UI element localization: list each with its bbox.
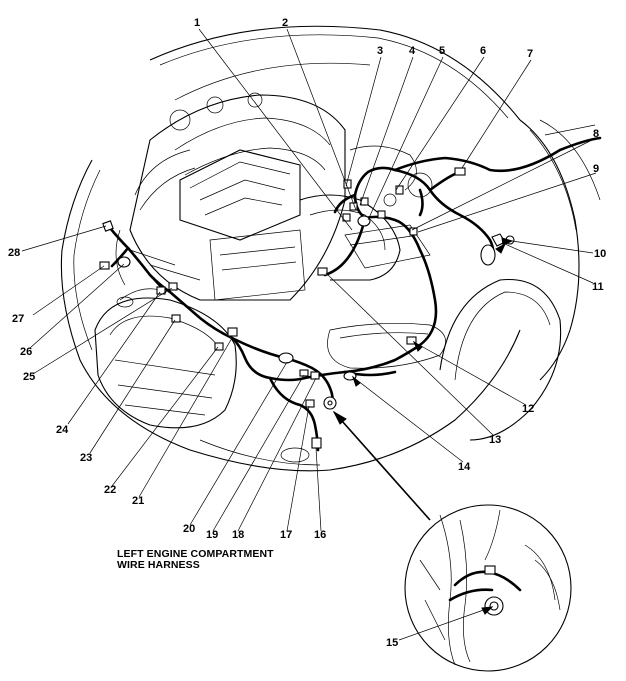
callout-5: 5 (439, 45, 445, 57)
callout-10: 10 (594, 248, 606, 260)
callout-6: 6 (480, 45, 486, 57)
callout-25: 25 (23, 371, 35, 383)
callout-11: 11 (592, 281, 604, 293)
callout-14: 14 (458, 461, 471, 473)
harness-label-line1: LEFT ENGINE COMPARTMENT (117, 548, 274, 560)
callout-22: 22 (104, 484, 116, 496)
callout-12: 12 (522, 403, 534, 415)
detail-inset (404, 504, 572, 672)
callout-24: 24 (56, 424, 69, 436)
callout-21: 21 (132, 495, 144, 507)
callout-19: 19 (206, 529, 218, 541)
callout-26: 26 (20, 346, 32, 358)
callout-16: 16 (314, 529, 326, 541)
callout-2: 2 (282, 17, 288, 29)
callout-20: 20 (183, 523, 195, 535)
engine-block (115, 92, 433, 301)
callout-8: 8 (593, 128, 599, 140)
callout-23: 23 (80, 452, 92, 464)
callout-28: 28 (8, 247, 20, 259)
inset-pointer-line (333, 411, 431, 521)
callout-27: 27 (12, 313, 24, 325)
leader-lines (21, 28, 597, 641)
callout-17: 17 (280, 529, 292, 541)
callout-18: 18 (232, 529, 244, 541)
harness-label-line2: WIRE HARNESS (117, 559, 200, 571)
callout-15: 15 (386, 637, 398, 649)
harness-connectors (99, 167, 515, 449)
callout-13: 13 (489, 434, 501, 446)
callout-1: 1 (194, 17, 200, 29)
callout-9: 9 (593, 163, 599, 175)
callout-numbers: 1 2 3 4 5 6 7 8 9 10 11 12 13 14 15 16 1… (8, 17, 606, 649)
callout-7: 7 (527, 48, 533, 60)
callout-4: 4 (409, 45, 416, 57)
harness-label: LEFT ENGINE COMPARTMENT WIRE HARNESS (117, 549, 274, 571)
callout-3: 3 (377, 45, 383, 57)
inset-pointer-arrowhead (332, 410, 347, 425)
